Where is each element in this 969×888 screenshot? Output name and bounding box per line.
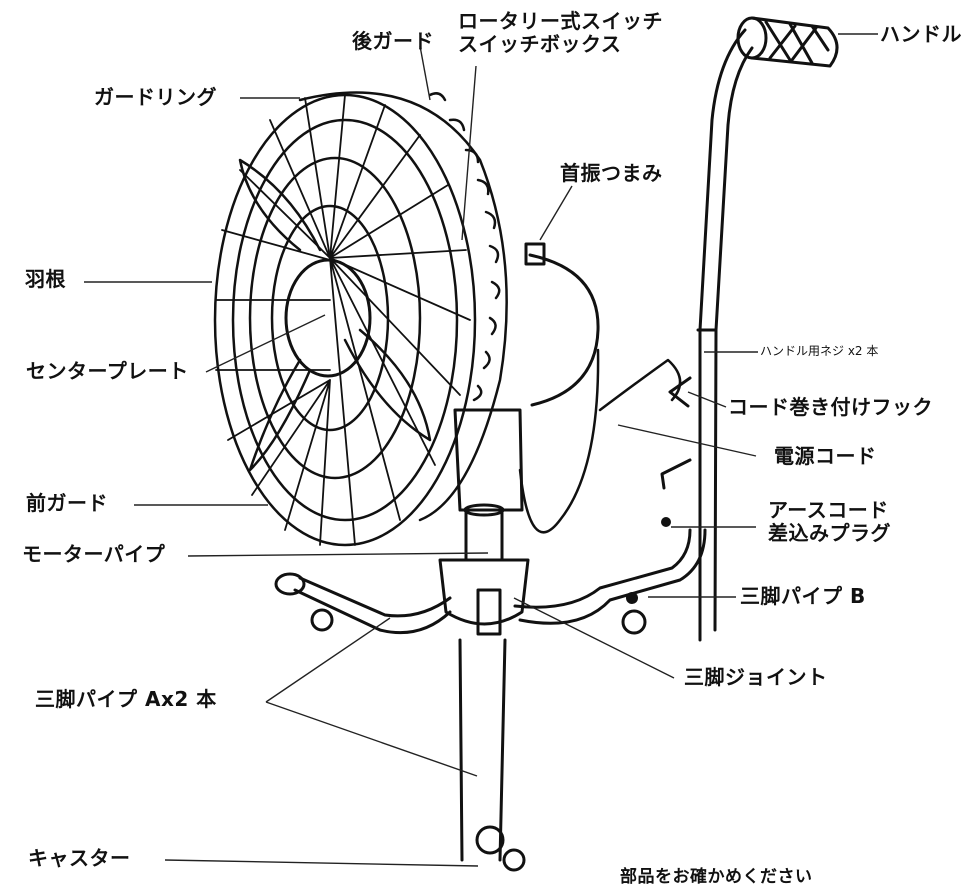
handle-pole [696, 28, 754, 642]
label-switch-box: スイッチボックス [458, 32, 622, 56]
guard-spokes [215, 94, 471, 546]
blades [238, 158, 432, 472]
label-front-guard: 前ガード [26, 491, 108, 515]
plug-dot [661, 517, 671, 527]
label-swing-knob: 首振つまみ [560, 161, 663, 185]
label-tripod-joint: 三脚ジョイント [684, 665, 828, 689]
leader-lines [84, 33, 878, 867]
cord-hooks [660, 376, 692, 490]
label-earth-plug-group: アースコード 差込みプラグ [768, 499, 891, 545]
handle-grip [736, 16, 839, 68]
label-power-cord: 電源コード [774, 444, 877, 468]
label-rotary-switch: ロータリー式スイッチ [458, 9, 663, 33]
label-caster: キャスター [28, 846, 131, 870]
label-blade: 羽根 [25, 267, 66, 291]
center-plate-shape [284, 258, 372, 378]
label-rear-guard: 後ガード [352, 29, 434, 53]
label-cord-hook: コード巻き付けフック [728, 395, 933, 419]
label-switch-group: ロータリー式スイッチ スイッチボックス [458, 10, 663, 56]
front-guard-shape [213, 93, 477, 547]
label-tripod-pipe-a: 三脚パイプ Ax2 本 [35, 687, 217, 711]
label-center-plate: センタープレート [26, 359, 189, 383]
label-plug: 差込みプラグ [768, 521, 891, 545]
rear-guard-shape [298, 91, 508, 522]
tripod [274, 503, 707, 872]
label-earth-cord: アースコード [768, 498, 889, 522]
power-cord-shape [518, 348, 682, 534]
pipe-b-bolt [626, 592, 638, 604]
label-tripod-pipe-b: 三脚パイプ B [740, 584, 866, 608]
label-handle: ハンドル [880, 22, 962, 46]
motor-housing [453, 242, 600, 512]
label-guard-ring: ガードリング [94, 85, 217, 109]
footer-note: 部品をお確かめください [620, 867, 813, 887]
label-motor-pipe: モーターパイプ [22, 542, 166, 566]
label-handle-screw: ハンドル用ネジ x2 本 [760, 344, 879, 358]
